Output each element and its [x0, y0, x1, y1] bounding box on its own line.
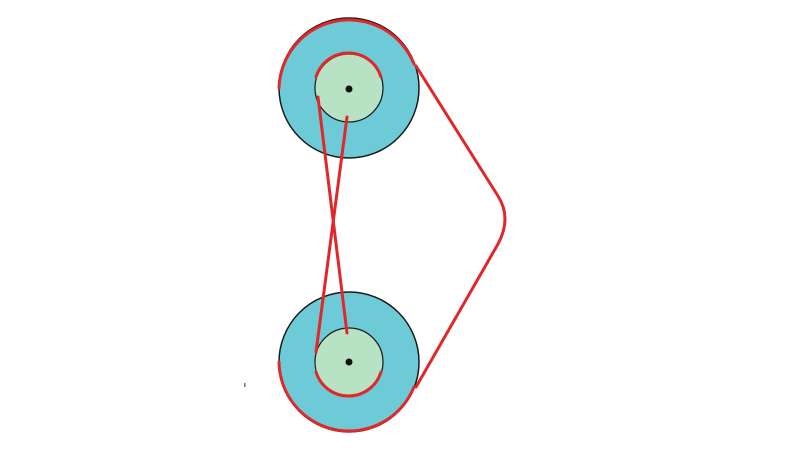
crossed-belt-segment-b	[314, 115, 349, 354]
crossed-belt	[314, 95, 349, 354]
bottom-hub-belt-arc	[314, 370, 383, 398]
top-outer-belt-arc	[277, 18, 416, 90]
top-pulley	[277, 17, 420, 159]
bottom-outer-belt-arc	[277, 360, 416, 433]
outer-open-belt	[414, 64, 507, 389]
crossed-belt-segment-a	[316, 95, 349, 335]
bottom-pulley-center-dot	[345, 358, 353, 366]
bottom-pulley	[277, 291, 420, 433]
top-hub-belt-arc	[314, 51, 383, 79]
stray-mark	[244, 383, 246, 387]
top-pulley-center-dot	[345, 85, 353, 93]
